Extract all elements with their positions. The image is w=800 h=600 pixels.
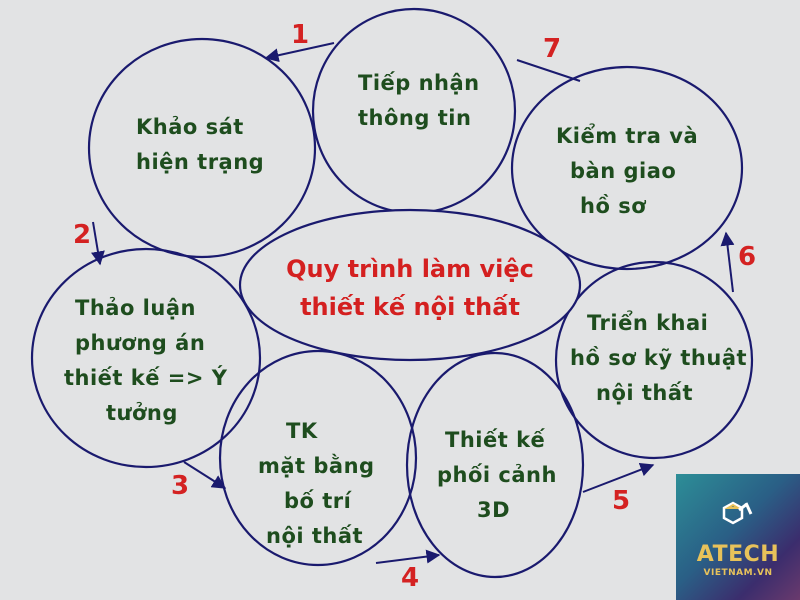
node-line: hồ sơ kỹ thuật [570, 346, 748, 370]
step-number-5: 5 [612, 486, 631, 516]
step-number-1: 1 [291, 20, 310, 50]
node-line: Tiếp nhận [358, 71, 480, 95]
node-line: mặt bằng [258, 454, 375, 478]
arrow-step-6 [720, 231, 735, 293]
atech-logo: ATECH VIETNAM.VN [676, 474, 800, 600]
atech-hexagon-logo-icon [722, 501, 753, 525]
logo-domain-text: VIETNAM.VN [703, 568, 773, 578]
circle-thao-luan [30, 247, 262, 469]
node-line: Khảo sát [136, 115, 244, 139]
node-line: Kiểm tra và [556, 124, 699, 148]
node-line: 3D [477, 498, 511, 522]
circle-kiem-tra [510, 65, 744, 271]
circle-trien-khai [554, 260, 754, 460]
node-line: Triển khai [587, 311, 709, 335]
node-kiem-tra: Kiểm tra và bàn giao hồ sơ [556, 119, 698, 224]
step-number-3: 3 [171, 471, 190, 501]
node-line: bố trí [284, 489, 352, 513]
arrow-step-3 [183, 461, 227, 489]
node-tk-mat-bang: TK mặt bằng bố trí nội thất [256, 414, 375, 554]
node-line: thông tin [358, 106, 472, 130]
title-line: thiết kế nội thất [300, 293, 520, 321]
arrow-step-7 [516, 59, 581, 82]
node-line: phối cảnh [437, 463, 557, 487]
node-line: phương án [75, 331, 206, 355]
node-khao-sat: Khảo sát hiện trạng [136, 110, 264, 180]
node-line: Thảo luận [75, 296, 196, 320]
step-number-6: 6 [738, 242, 757, 272]
circle-thiet-ke-3d [405, 351, 585, 579]
step-number-7: 7 [543, 34, 562, 64]
node-circles [30, 7, 754, 579]
node-line: bàn giao [570, 159, 677, 183]
node-line: tưởng [106, 401, 178, 425]
diagram-title: Quy trình làm việc thiết kế nội thất [250, 250, 570, 326]
arrow-step-2 [91, 221, 105, 266]
node-line: nội thất [266, 524, 364, 548]
circle-khao-sat [87, 37, 317, 259]
step-number-4: 4 [401, 563, 420, 593]
node-line: TK [286, 419, 318, 443]
flow-arrows [91, 42, 735, 564]
node-trien-khai: Triển khai hồ sơ kỹ thuật nội thất [570, 306, 747, 411]
center-ellipse [238, 208, 582, 362]
arrow-step-4 [375, 549, 441, 564]
circle-tk-mat-bang [218, 349, 418, 567]
arrow-step-5 [582, 463, 655, 493]
step-number-2: 2 [73, 220, 92, 250]
node-line: thiết kế => Ý [64, 366, 228, 390]
node-line: Thiết kế [445, 428, 546, 452]
node-line: nội thất [596, 381, 694, 405]
node-line: hồ sơ [580, 194, 647, 218]
logo-brand-text: ATECH [696, 542, 780, 567]
node-line: hiện trạng [136, 150, 265, 174]
arrow-step-1 [264, 42, 335, 63]
node-tiep-nhan: Tiếp nhận thông tin [358, 66, 480, 136]
node-thiet-ke-3d: Thiết kế phối cảnh 3D [437, 423, 557, 528]
title-line: Quy trình làm việc [286, 255, 534, 283]
node-thao-luan: Thảo luận phương án thiết kế => Ý tưởng [64, 291, 228, 431]
